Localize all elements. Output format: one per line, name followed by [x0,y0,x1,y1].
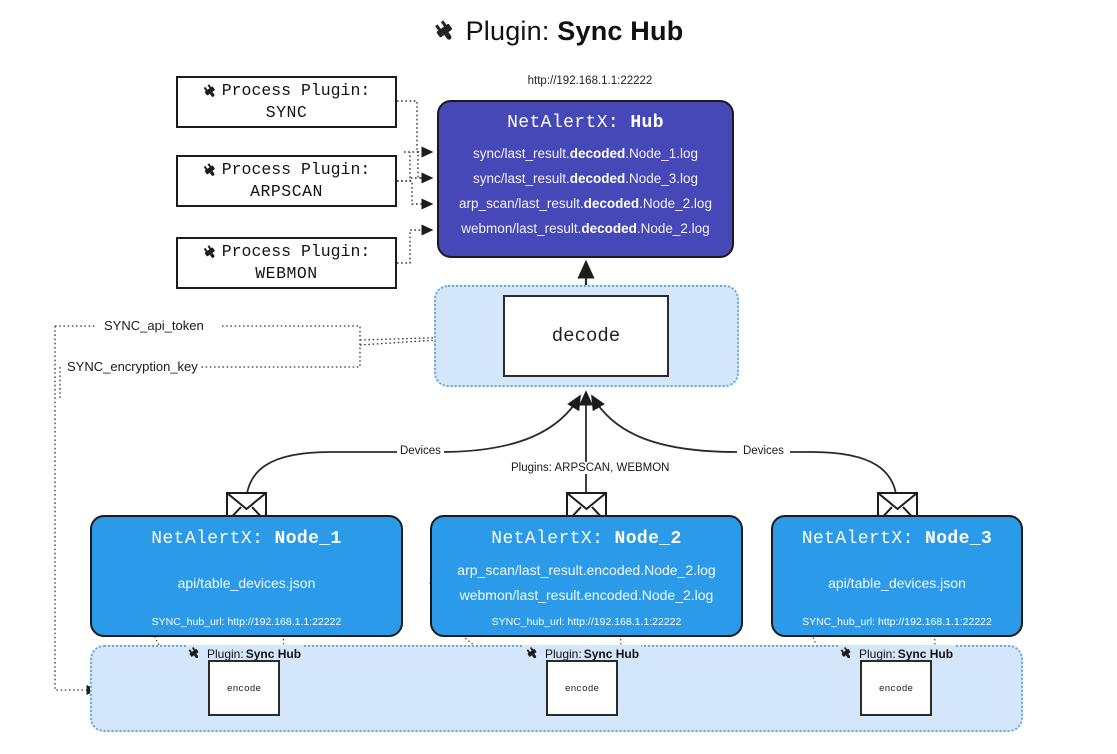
hub-log-line: sync/last_result.decoded.Node_1.log [472,146,699,161]
encode-tag-name: Sync Hub [583,646,640,661]
node-line: arp_scan/last_result.encoded.Node_2.log [457,562,716,578]
encode-tag-name: Sync Hub [245,646,302,661]
node-title-name: Node_3 [925,529,993,549]
token-label-api: SYNC_api_token [101,318,207,333]
token-label-encryption: SYNC_encryption_key [64,359,201,374]
edge-label-plugins-center: Plugins: ARPSCAN, WEBMON [508,462,673,474]
node-title-prefix: NetAlertX: [801,529,914,549]
encode-tag-name: Sync Hub [897,646,954,661]
node-line: webmon/last_result.encoded.Node_2.log [459,587,714,603]
hub-title-prefix: NetAlertX: [507,113,620,133]
node-footer: SYNC_hub_url: http://192.168.1.1:22222 [802,616,992,628]
node-title: NetAlertX: Node_2 [491,529,681,549]
encode-label: encode [564,682,600,694]
plug-icon [203,243,220,260]
encode-label: encode [878,682,914,694]
encode-plugin-tag-1: Plugin: Sync Hub [186,645,304,662]
plug-icon [840,645,857,662]
node-footer: SYNC_hub_url: http://192.168.1.1:22222 [491,616,682,628]
title-prefix: Plugin: [465,16,550,46]
hub-log-line: webmon/last_result.decoded.Node_2.log [461,220,710,236]
hub-title-name: Hub [630,113,664,133]
node-box-node2[interactable]: NetAlertX: Node_2 arp_scan/last_result.e… [430,515,743,637]
encode-box-1[interactable]: encode [208,660,280,716]
title-name: Sync Hub [557,16,684,46]
encode-label: encode [226,682,262,694]
process-plugin-name: WEBMON [255,264,318,283]
encode-plugin-tag-2: Plugin: Sync Hub [524,645,642,662]
process-plugin-arpscan[interactable]: Process Plugin: ARPSCAN [176,155,397,207]
encode-tag-prefix: Plugin: [207,646,244,661]
process-plugin-webmon[interactable]: Process Plugin: WEBMON [176,237,397,289]
encode-box-3[interactable]: encode [860,660,932,716]
node-footer: SYNC_hub_url: http://192.168.1.1:22222 [151,616,342,628]
decode-box[interactable]: decode [503,295,669,377]
node-line: api/table_devices.json [177,574,316,591]
node-title-prefix: NetAlertX: [151,529,264,549]
hub-url-label: http://192.168.1.1:22222 [527,75,653,87]
encode-tag-prefix: Plugin: [859,646,896,661]
process-plugin-sync[interactable]: Process Plugin: SYNC [176,76,397,128]
node-title-name: Node_2 [614,529,682,549]
node-box-node3[interactable]: NetAlertX: Node_3 api/table_devices.json… [771,515,1023,637]
process-plugin-title: Process Plugin: [221,80,371,100]
process-plugin-name: SYNC [265,103,308,122]
plug-icon [526,645,543,662]
hub-node[interactable]: NetAlertX: Hub sync/last_result.decoded.… [437,100,734,258]
hub-title: NetAlertX: Hub [507,113,664,133]
plug-icon [188,645,205,662]
plug-icon [434,17,460,50]
node-box-node1[interactable]: NetAlertX: Node_1 api/table_devices.json… [90,515,403,637]
node-title: NetAlertX: Node_3 [802,529,992,549]
process-plugin-title: Process Plugin: [221,159,371,179]
process-plugin-name: ARPSCAN [250,182,323,201]
encode-plugin-tag-3: Plugin: Sync Hub [838,645,956,662]
node-line: api/table_devices.json [828,574,966,591]
page-title: Plugin: Sync Hub [0,16,1117,50]
edge-label-devices-right: Devices [740,445,787,457]
node-title-prefix: NetAlertX: [491,529,604,549]
hub-log-line: arp_scan/last_result.decoded.Node_2.log [459,195,712,211]
edge-label-devices-left: Devices [397,445,444,457]
hub-log-line: sync/last_result.decoded.Node_3.log [472,170,699,186]
encode-box-2[interactable]: encode [546,660,618,716]
node-title-name: Node_1 [274,529,342,549]
node-title: NetAlertX: Node_1 [151,529,341,549]
process-plugin-title: Process Plugin: [221,241,371,261]
decode-label: decode [551,325,621,347]
plug-icon [203,82,220,99]
encode-tag-prefix: Plugin: [545,646,582,661]
plug-icon [203,161,220,178]
